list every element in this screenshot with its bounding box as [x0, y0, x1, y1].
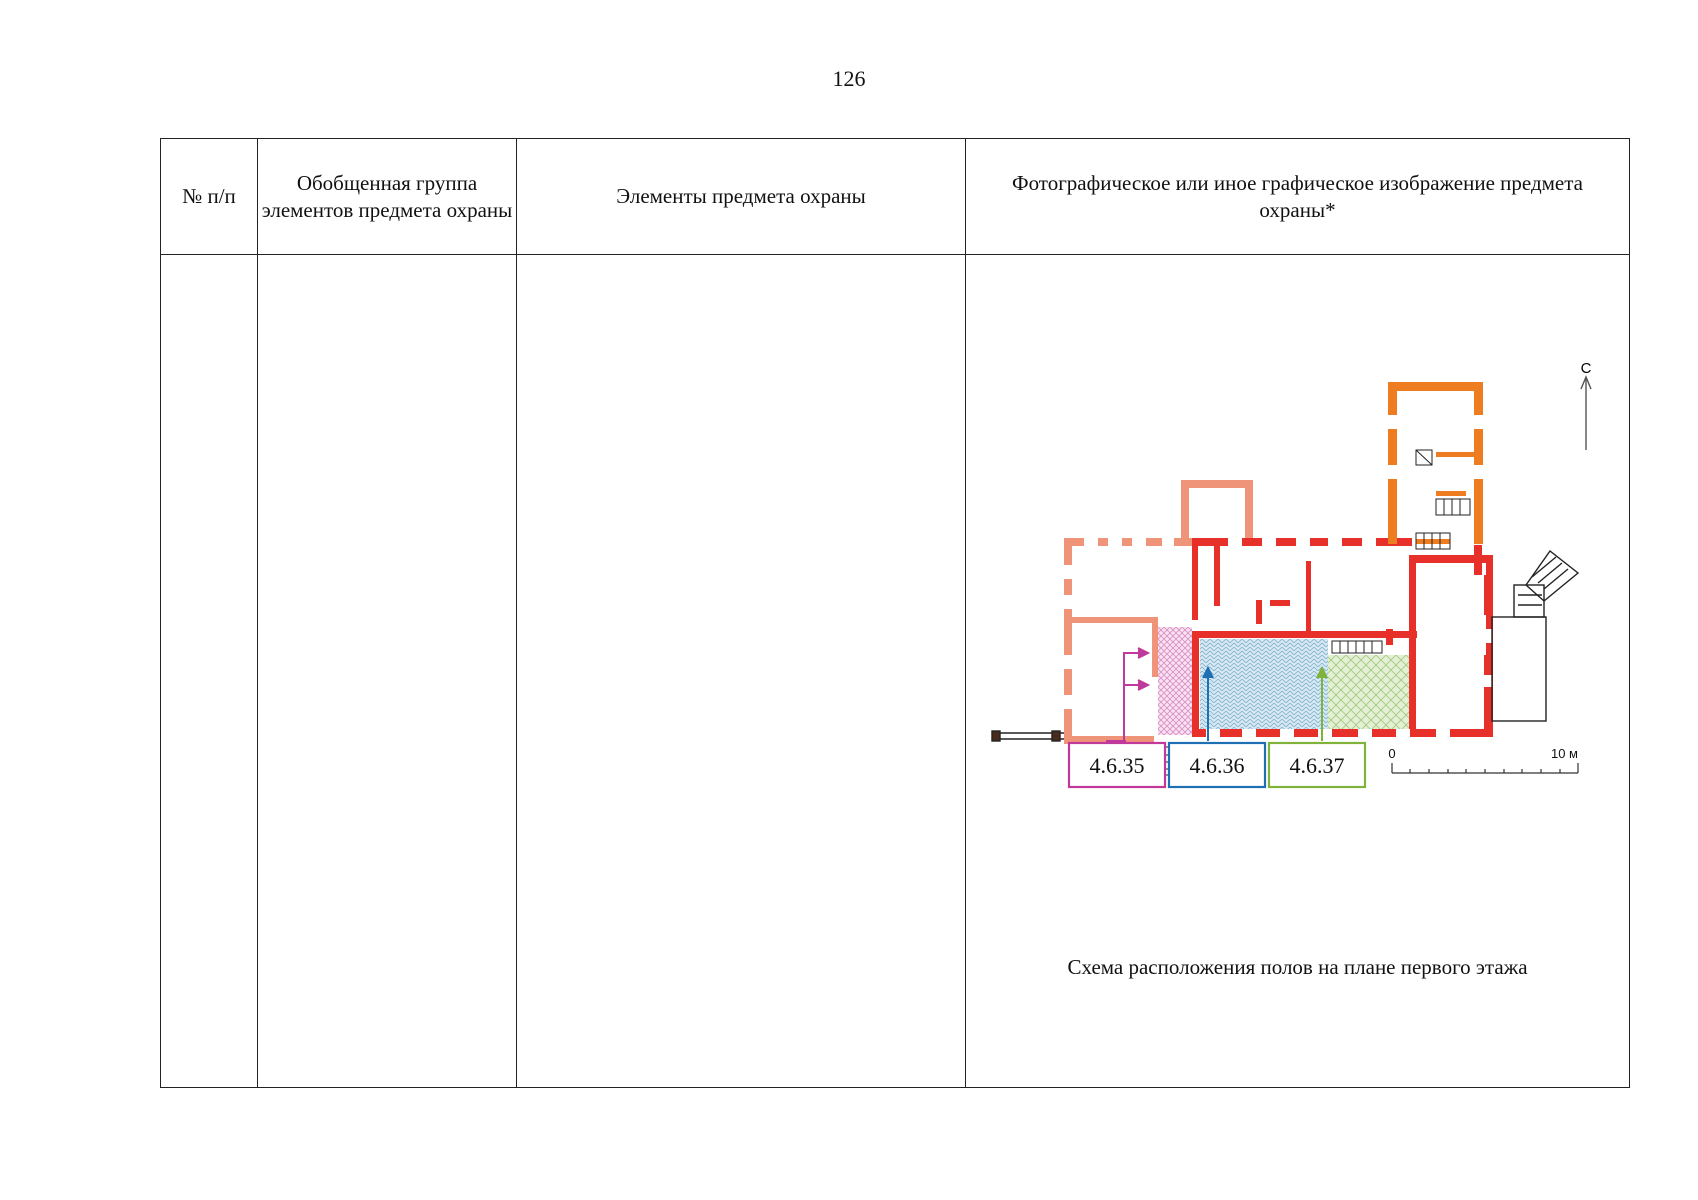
callout-arrows: [1106, 647, 1328, 742]
cell-num: [160, 254, 258, 1088]
east-porch: [1491, 549, 1580, 722]
east-wing-walls: [1412, 545, 1492, 737]
north-arrow: С: [1580, 360, 1592, 450]
interior-stairs: [1331, 449, 1471, 654]
north-tower-walls: [1388, 382, 1483, 544]
page-number: 126: [832, 66, 866, 91]
floor-zone-4-6-35: [1158, 627, 1192, 735]
header-elements: Элементы предмета охраны: [516, 138, 966, 255]
scale-bar: 0 10 м: [1388, 746, 1579, 774]
table-header-row: № п/п Обобщенная группа элементов предме…: [160, 138, 1630, 255]
floor-zone-4-6-36: [1200, 639, 1328, 729]
plan-caption: Схема расположения полов на плане первог…: [1067, 955, 1528, 979]
protection-table: № п/п Обобщенная группа элементов предме…: [160, 138, 1630, 1088]
header-num: № п/п: [160, 138, 258, 255]
callout-4-6-37: 4.6.37: [1267, 741, 1367, 789]
header-image: Фотографическое или иное графическое изо…: [965, 138, 1630, 255]
cell-group: [257, 254, 517, 1088]
cell-elements: [516, 254, 966, 1088]
window-openings: [1064, 415, 1492, 737]
callout-4-6-36-label: 4.6.36: [1190, 753, 1245, 778]
callout-4-6-35-label: 4.6.35: [1090, 753, 1145, 778]
west-terrace: [991, 730, 1064, 742]
header-group: Обобщенная группа элементов предмета охр…: [257, 138, 517, 255]
callout-4-6-36: 4.6.36: [1167, 741, 1267, 789]
floor-zone-4-6-37: [1328, 655, 1416, 729]
table-row: С 4.6.35: [160, 254, 1630, 1088]
north-label: С: [1581, 360, 1592, 377]
floor-plan-diagram: С 4.6.35: [991, 360, 1592, 789]
callout-4-6-37-label: 4.6.37: [1290, 753, 1345, 778]
cell-image: С 4.6.35: [965, 254, 1630, 1088]
callout-4-6-35: 4.6.35: [1067, 741, 1167, 789]
scale-start-label: 0: [1388, 746, 1395, 761]
scale-end-label: 10 м: [1551, 746, 1578, 761]
